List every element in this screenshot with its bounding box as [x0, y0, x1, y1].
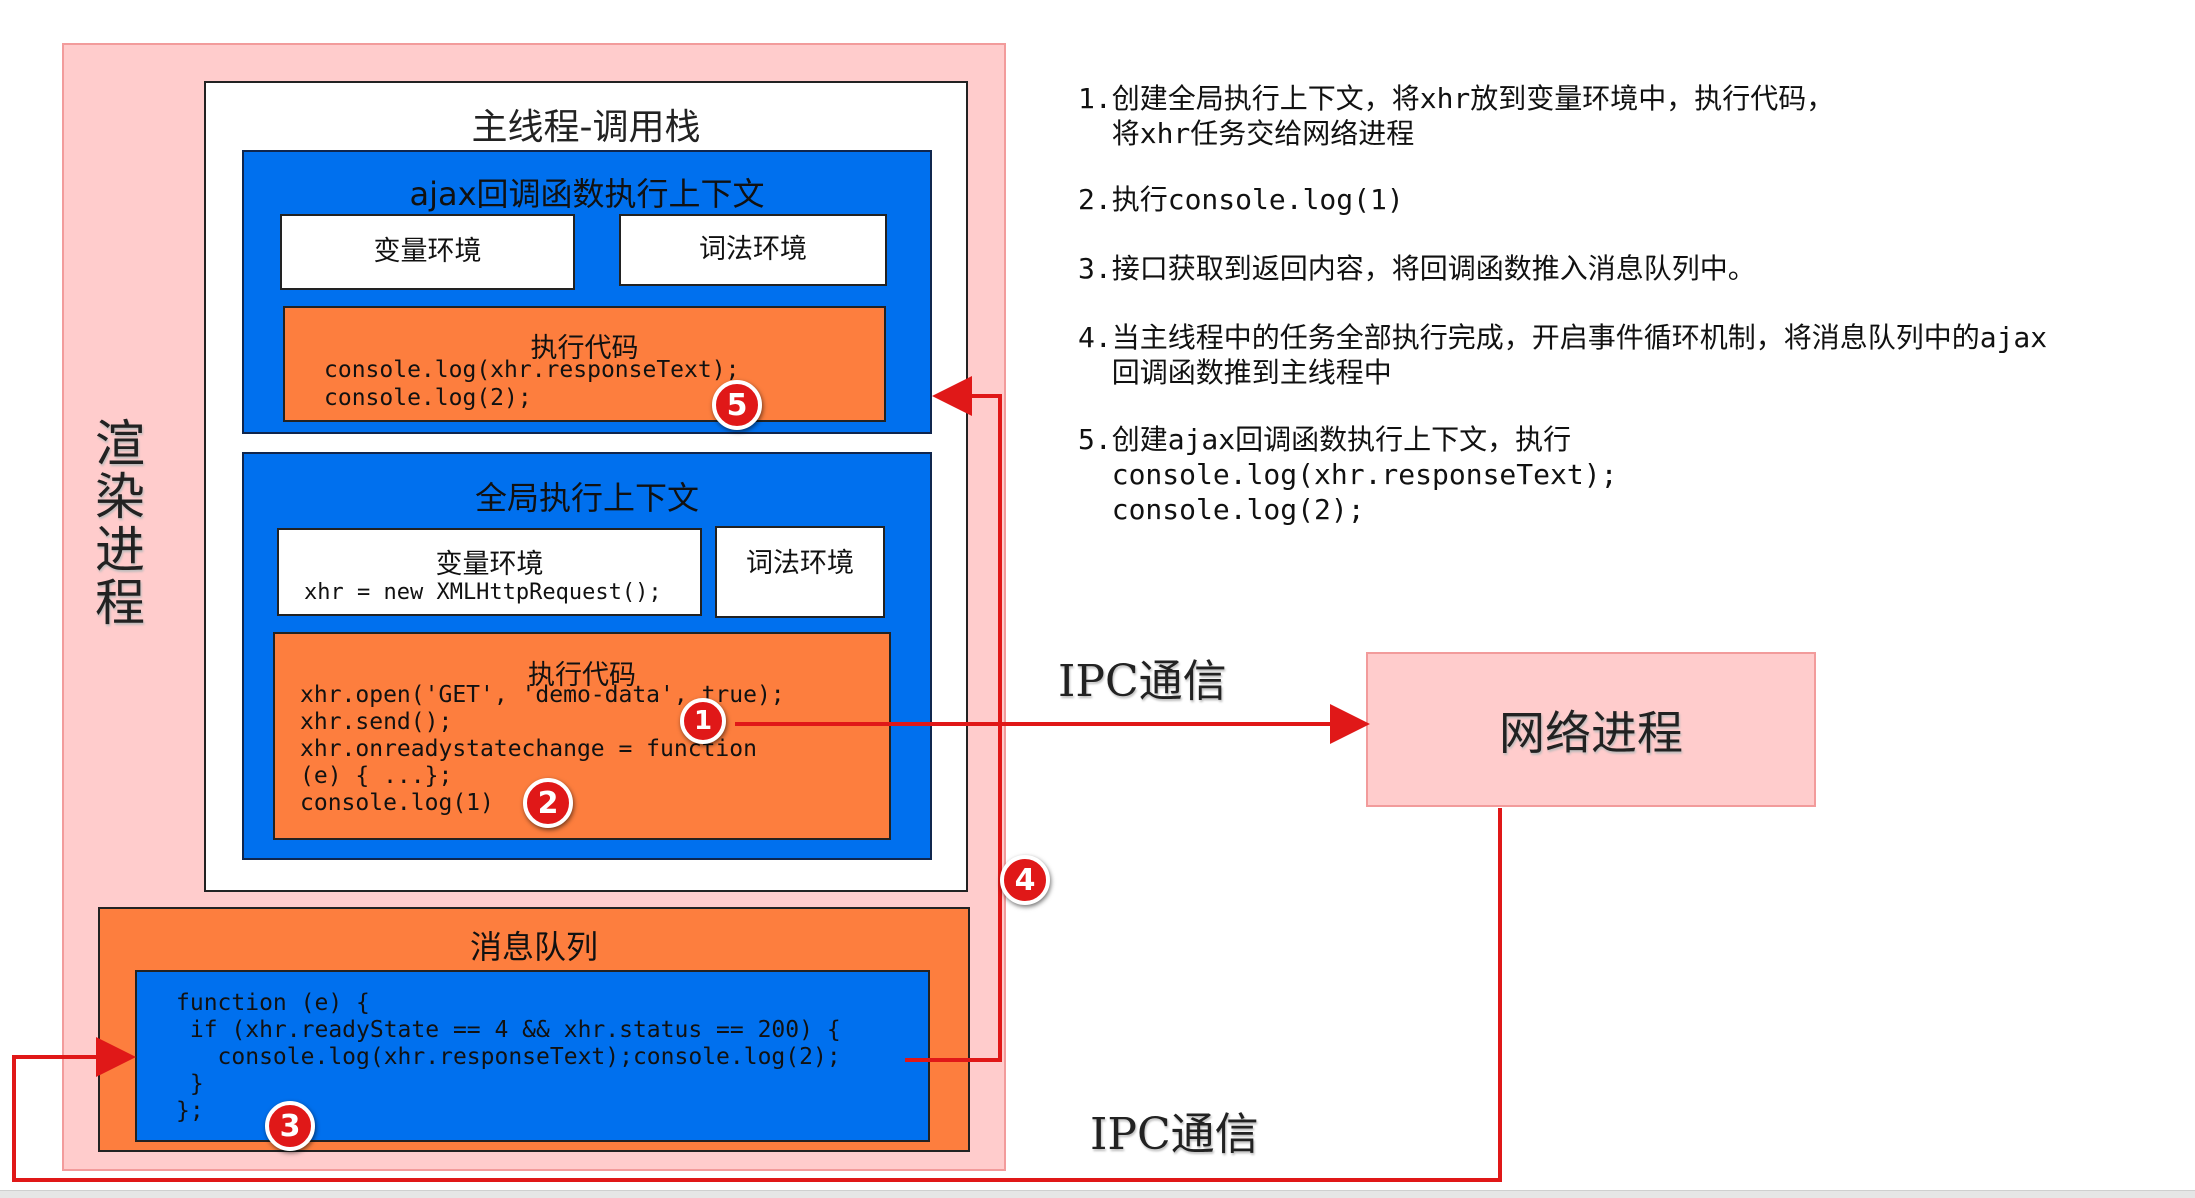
step-2-text: 2.执行console.log(1) — [1078, 183, 1404, 216]
badge-step-1: 1 — [680, 698, 726, 744]
global-exec-code-text: xhr.open('GET', 'demo-data', true); xhr.… — [300, 682, 785, 816]
message-queue-title: 消息队列 — [469, 928, 598, 966]
badge-step-5: 5 — [712, 380, 762, 430]
ajax-lexical-env: 词法环境 — [619, 214, 887, 286]
global-variable-env-code: xhr = new XMLHttpRequest(); — [304, 580, 662, 605]
badge-step-2: 2 — [523, 778, 573, 828]
bottom-scrollbar-strip — [0, 1190, 2195, 1198]
step-3-text: 3.接口获取到返回内容，将回调函数推入消息队列中。 — [1078, 252, 1756, 285]
global-lexical-env: 词法环境 — [715, 526, 885, 618]
global-exec-title: 执行代码 — [528, 660, 636, 691]
message-queue-code: function (e) { if (xhr.readyState == 4 &… — [176, 990, 841, 1124]
badge-step-3: 3 — [265, 1101, 315, 1151]
arrow-network-to-queue — [12, 808, 1502, 1182]
ipc-label-bottom: IPC通信 — [1090, 1109, 1259, 1160]
ajax-lexical-env-label: 词法环境 — [699, 234, 807, 265]
global-exec-code — [273, 632, 891, 840]
ajax-variable-env: 变量环境 — [280, 214, 575, 290]
badge-step-4: 4 — [1000, 855, 1050, 905]
network-process-box: 网络进程 — [1366, 652, 1816, 807]
render-process-label: 渲染进程 — [95, 415, 145, 632]
main-thread-title: 主线程-调用栈 — [471, 107, 701, 148]
ajax-exec-code — [283, 306, 886, 422]
global-variable-env-label: 变量环境 — [435, 549, 544, 580]
ajax-variable-env-label: 变量环境 — [373, 236, 482, 267]
ipc-label-top: IPC通信 — [1058, 656, 1227, 707]
arrow-queue-to-mainthread — [905, 376, 1002, 1062]
global-lexical-env-label: 词法环境 — [746, 548, 854, 579]
step-5-text: 5.创建ajax回调函数执行上下文，执行 console.log(xhr.res… — [1078, 423, 1618, 526]
ajax-context-title: ajax回调函数执行上下文 — [409, 175, 765, 213]
global-variable-env: 变量环境 xhr = new XMLHttpRequest(); — [277, 528, 702, 616]
global-context-title: 全局执行上下文 — [474, 479, 699, 517]
ajax-exec-code-text: console.log(xhr.responseText); console.l… — [324, 357, 740, 411]
step-4-text: 4.当主线程中的任务全部执行完成，开启事件循环机制，将消息队列中的ajax 回调… — [1078, 321, 2048, 389]
step-1-text: 1.创建全局执行上下文，将xhr放到变量环境中，执行代码， 将xhr任务交给网络… — [1078, 82, 1835, 150]
network-process-label: 网络进程 — [1499, 705, 1683, 760]
ajax-exec-title: 执行代码 — [530, 333, 639, 364]
